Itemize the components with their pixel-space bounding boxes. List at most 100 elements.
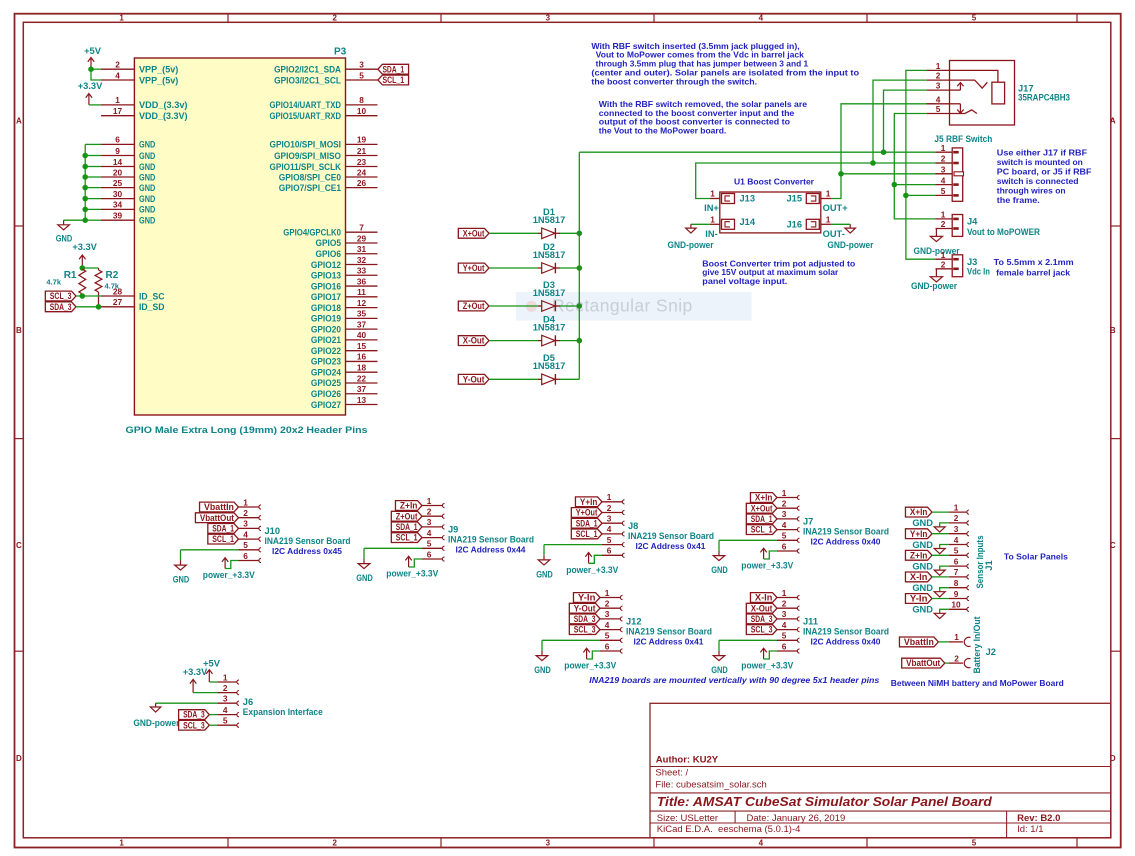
svg-text:GPIO7/SPI_CE1: GPIO7/SPI_CE1 (279, 183, 341, 193)
svg-text:1: 1 (782, 588, 787, 598)
svg-text:12: 12 (357, 298, 367, 308)
svg-text:39: 39 (113, 211, 123, 221)
svg-text:GND: GND (139, 140, 156, 150)
svg-text:J10: J10 (265, 526, 281, 536)
svg-text:GND: GND (711, 665, 728, 675)
svg-text:1: 1 (782, 488, 787, 498)
svg-text:Rev: B2.0: Rev: B2.0 (1017, 813, 1060, 824)
svg-text:3: 3 (546, 14, 551, 23)
svg-text:SDA_3: SDA_3 (183, 710, 205, 720)
svg-text:female barrel jack: female barrel jack (996, 268, 1070, 277)
svg-text:3: 3 (782, 609, 787, 619)
svg-text:P3: P3 (334, 46, 347, 57)
svg-text:+5V: +5V (203, 659, 221, 669)
svg-text:connected to the boost convert: connected to the boost converter input a… (599, 109, 795, 118)
svg-text:I2C Address 0x40: I2C Address 0x40 (811, 637, 881, 647)
svg-text:D4: D4 (543, 314, 556, 324)
svg-text:Sheet: /: Sheet: / (655, 768, 688, 779)
svg-text:3: 3 (954, 524, 959, 534)
svg-text:1: 1 (607, 492, 612, 502)
svg-text:1: 1 (115, 95, 120, 105)
svg-text:GPIO10/SPI_MOSI: GPIO10/SPI_MOSI (270, 140, 342, 150)
svg-text:ID_SD: ID_SD (139, 302, 165, 312)
svg-text:the frame.: the frame. (997, 196, 1040, 205)
svg-text:2: 2 (936, 71, 941, 81)
svg-text:VPP_(5v): VPP_(5v) (139, 75, 178, 85)
svg-text:GND: GND (912, 540, 933, 550)
svg-text:Id: 1/1: Id: 1/1 (1017, 824, 1043, 835)
svg-text:I2C Address 0x41: I2C Address 0x41 (636, 541, 706, 551)
svg-text:GND-power: GND-power (914, 246, 960, 256)
svg-text:Between NiMH battery and MoPow: Between NiMH battery and MoPower Board (891, 678, 1064, 688)
svg-text:power_+3.3V: power_+3.3V (741, 561, 794, 571)
svg-text:GND: GND (173, 575, 190, 585)
svg-text:D: D (1110, 754, 1116, 763)
svg-text:X-In: X-In (910, 572, 928, 582)
svg-text:5: 5 (782, 531, 787, 541)
svg-text:B: B (16, 326, 22, 335)
svg-text:1: 1 (427, 496, 432, 506)
svg-text:power_+3.3V: power_+3.3V (564, 661, 617, 671)
svg-text:IN+: IN+ (704, 203, 719, 213)
svg-text:4.7k: 4.7k (46, 278, 61, 287)
svg-text:VbattOut: VbattOut (906, 658, 940, 668)
svg-text:5: 5 (223, 716, 228, 726)
svg-text:34: 34 (113, 200, 123, 210)
svg-text:2: 2 (243, 508, 248, 518)
svg-text:1N5817: 1N5817 (533, 250, 566, 260)
svg-text:SCL_1: SCL_1 (382, 75, 404, 85)
svg-text:GND: GND (139, 183, 156, 193)
svg-text:6: 6 (782, 641, 787, 651)
svg-text:2: 2 (954, 653, 959, 663)
svg-text:OUT-: OUT- (823, 229, 845, 239)
svg-text:5: 5 (782, 631, 787, 641)
svg-text:GPIO8/SPI_CE0: GPIO8/SPI_CE0 (279, 172, 341, 182)
svg-text:SCL_3: SCL_3 (574, 625, 596, 635)
svg-text:1N5817: 1N5817 (533, 322, 566, 332)
svg-text:5: 5 (605, 631, 610, 641)
svg-text:X-Out: X-Out (751, 603, 773, 613)
svg-text:GPIO16: GPIO16 (311, 281, 341, 291)
svg-text:5: 5 (941, 186, 946, 196)
svg-text:6: 6 (605, 641, 610, 651)
svg-text:2: 2 (941, 154, 946, 164)
svg-text:J14: J14 (740, 217, 756, 227)
svg-text:C: C (16, 541, 22, 550)
svg-text:PC board, or J5 if RBF: PC board, or J5 if RBF (997, 167, 1092, 176)
svg-text:7: 7 (359, 223, 364, 233)
svg-text:GPIO Male Extra Long (19mm) 20: GPIO Male Extra Long (19mm) 20x2 Header … (126, 425, 368, 435)
svg-text:10: 10 (951, 600, 961, 610)
svg-text:GPIO12: GPIO12 (311, 260, 341, 270)
svg-text:SDA_1: SDA_1 (751, 514, 773, 524)
svg-text:Vdc In: Vdc In (967, 267, 990, 277)
svg-text:X+Out: X+Out (751, 503, 773, 513)
svg-text:6: 6 (782, 541, 787, 551)
svg-text:36: 36 (357, 276, 367, 286)
svg-text:35RAPC4BH3: 35RAPC4BH3 (1018, 93, 1070, 103)
svg-text:22: 22 (357, 373, 367, 383)
svg-text:VDD_(3.3V): VDD_(3.3V) (139, 111, 188, 121)
svg-text:1: 1 (936, 61, 941, 71)
svg-text:Z+Out: Z+Out (396, 511, 418, 521)
svg-text:5: 5 (359, 70, 364, 80)
svg-text:2: 2 (607, 503, 612, 513)
svg-text:Size: USLetter: Size: USLetter (657, 813, 718, 824)
svg-text:J4: J4 (967, 216, 978, 226)
svg-text:17: 17 (113, 106, 123, 116)
svg-text:8: 8 (359, 95, 364, 105)
svg-text:1: 1 (941, 143, 946, 153)
svg-text:GPIO2/I2C1_SDA: GPIO2/I2C1_SDA (274, 65, 341, 75)
svg-text:switch is connected: switch is connected (997, 177, 1079, 186)
svg-text:4: 4 (243, 529, 248, 539)
svg-text:Y+In: Y+In (910, 529, 928, 539)
svg-text:1: 1 (941, 210, 946, 220)
svg-text:1: 1 (119, 14, 124, 23)
svg-text:through wires on: through wires on (997, 186, 1066, 195)
svg-text:Boost Converter trim pot adjus: Boost Converter trim pot adjusted to (702, 259, 855, 268)
svg-text:Y+In: Y+In (580, 497, 598, 507)
svg-text:To Solar Panels: To Solar Panels (1004, 552, 1068, 562)
svg-text:Y+Out: Y+Out (576, 508, 598, 518)
svg-text:GND: GND (139, 172, 156, 182)
svg-text:20: 20 (113, 167, 123, 177)
svg-text:Title: AMSAT CubeSat Simulator: Title: AMSAT CubeSat Simulator Solar Pan… (657, 795, 992, 809)
